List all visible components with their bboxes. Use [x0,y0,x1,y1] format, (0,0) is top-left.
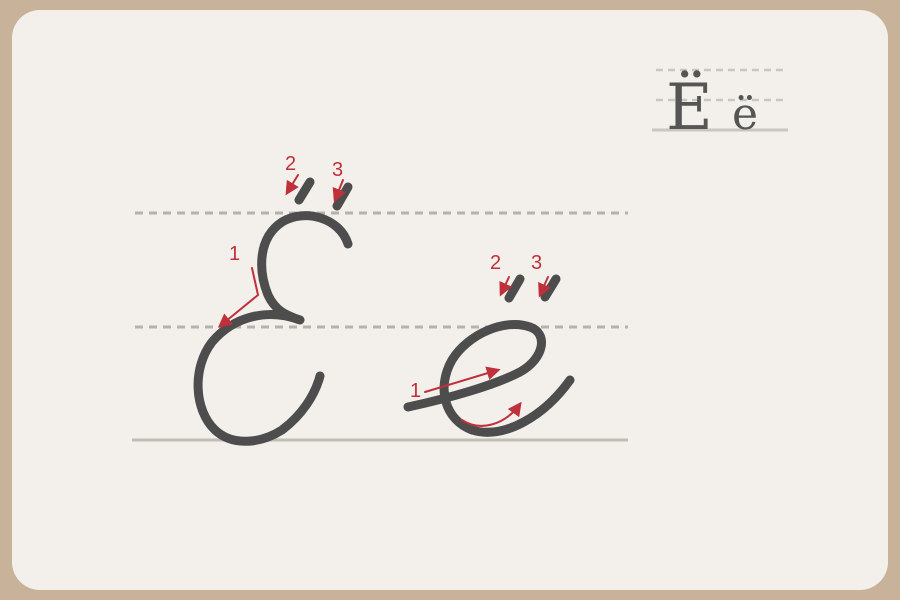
uppercase-main-stroke [193,211,353,446]
uppercase-diaeresis-left [294,177,315,205]
lowercase-diaeresis-left [504,274,525,303]
lowercase-stroke-number-2: 2 [490,252,501,274]
lowercase-arrow-3 [538,276,551,298]
printed-reference: Ё ё [652,68,788,145]
stroke-order-numbers: 1 2 3 1 2 3 [229,153,542,402]
uppercase-stroke-number-3: 3 [332,159,343,181]
uppercase-stroke-number-2: 2 [285,153,296,175]
printed-lowercase-letter: ё [732,89,758,140]
writing-guide-lines [132,211,628,442]
lowercase-arrow-1b [461,401,522,427]
printed-uppercase-letter: Ё [666,70,713,145]
stroke-direction-arrows [217,174,551,427]
uppercase-arrow-1 [217,267,260,328]
lowercase-main-stroke [403,319,575,437]
cursive-uppercase-letter [193,177,353,446]
lowercase-arrow-2 [499,276,513,297]
uppercase-stroke-number-1: 1 [229,243,240,265]
uppercase-arrow-2 [285,174,299,196]
lowercase-stroke-number-1: 1 [410,380,421,402]
uppercase-arrow-3 [332,179,346,203]
lowercase-arrow-1 [424,366,501,393]
practice-card [12,10,888,590]
cursive-lowercase-letter [403,274,575,437]
lowercase-stroke-number-3: 3 [531,252,542,274]
